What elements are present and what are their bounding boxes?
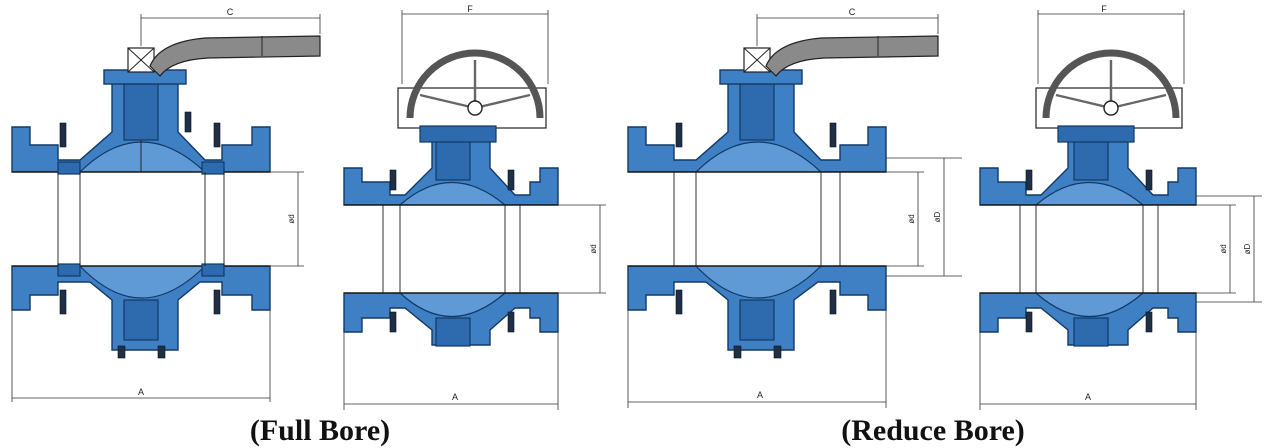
dimension-c-label: C xyxy=(849,7,856,17)
dimension-f-label: F xyxy=(1101,4,1107,14)
dimension-a-label: A xyxy=(452,392,458,402)
valve-reduce-bore-lever: C ød øD A xyxy=(627,7,962,408)
dimension-f-label: F xyxy=(467,4,473,14)
caption-reduce-bore: (Reduce Bore) xyxy=(841,414,1025,447)
dimension-d-label: ød xyxy=(907,214,916,223)
dimension-c-label: C xyxy=(227,7,234,17)
dimension-d-label: ød xyxy=(589,244,598,253)
valve-reduce-bore-gear: F ød øD A xyxy=(979,4,1262,410)
dimension-a-label: A xyxy=(138,387,144,397)
dimension-a-label: A xyxy=(1085,392,1091,402)
dimension-a-label: A xyxy=(757,390,763,400)
dimension-D-label: øD xyxy=(933,211,942,222)
valve-full-bore-lever: C ød A xyxy=(11,7,321,402)
caption-full-bore: (Full Bore) xyxy=(250,414,390,447)
valve-full-bore-gear: F ød A xyxy=(343,4,606,410)
dimension-d-label: ød xyxy=(287,214,296,223)
dimension-D-label: øD xyxy=(1243,243,1252,254)
dimension-d-label: ød xyxy=(1219,244,1228,253)
